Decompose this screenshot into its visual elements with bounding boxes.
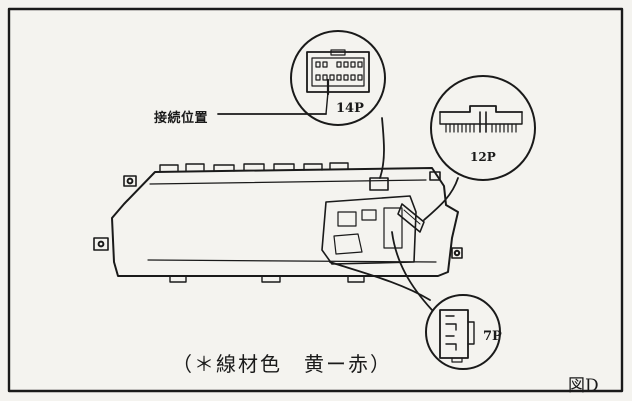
connector-14p-label: 14P [336, 101, 364, 116]
figure-id-label: 図D [568, 376, 599, 396]
connection-position-label: 接続位置 [154, 111, 209, 126]
connector-7p-magnifier [425, 294, 501, 370]
connector-12p-magnifier [430, 75, 536, 181]
wire-color-note: （＊線材色 黄ー赤） [172, 352, 392, 376]
wire-14p [379, 117, 385, 179]
wire-7p [329, 261, 431, 301]
wire-7p-lower [391, 231, 433, 311]
connector-7p-label: 7P [483, 329, 502, 344]
connector-14p-magnifier [290, 30, 386, 126]
wire-12p [423, 177, 459, 221]
figure-frame [7, 7, 624, 393]
wires [329, 117, 459, 311]
connector-12p-label: 12P [470, 150, 496, 164]
meter-cluster [93, 162, 463, 283]
